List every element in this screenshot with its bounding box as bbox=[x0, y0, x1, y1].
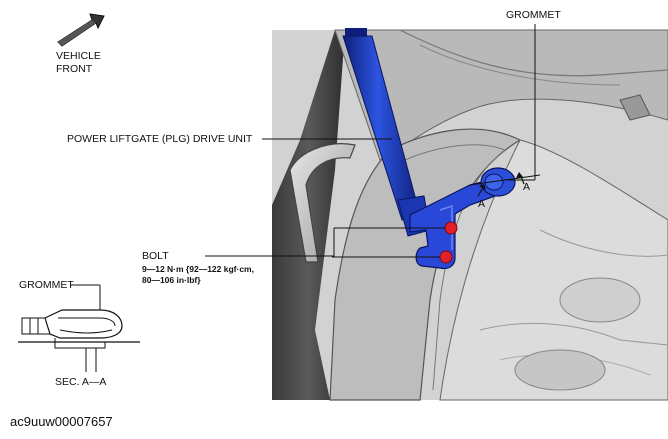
leader-lines bbox=[205, 24, 541, 258]
grommet-left-label: GROMMET bbox=[19, 279, 74, 291]
grommet-top-label: GROMMET bbox=[506, 9, 561, 21]
section-marker-a-left: A bbox=[478, 198, 486, 210]
vehicle-front-arrow-icon bbox=[57, 13, 105, 47]
image-caption: ac9uuw00007657 bbox=[10, 414, 113, 429]
section-aa-caption: SEC. A—A bbox=[55, 376, 107, 388]
section-aa-detail bbox=[18, 284, 140, 372]
bolt-upper bbox=[444, 221, 458, 235]
vehicle-front-label-line2: FRONT bbox=[56, 63, 93, 75]
grommet-part bbox=[480, 167, 516, 197]
vehicle-front-label-line1: VEHICLE bbox=[56, 50, 101, 62]
bolt-label: BOLT bbox=[142, 250, 169, 262]
plg-drive-unit-label: POWER LIFTGATE (PLG) DRIVE UNIT bbox=[67, 133, 253, 145]
section-marker-a-right: A bbox=[523, 181, 531, 193]
section-a-arrows bbox=[477, 172, 525, 197]
vehicle-body-illustration bbox=[272, 29, 668, 401]
bolt-lower bbox=[439, 250, 453, 264]
bolt-torque-line2: 80—106 in·lbf} bbox=[142, 275, 201, 285]
bolt-torque-line1: 9—12 N·m {92—122 kgf·cm, bbox=[142, 264, 254, 274]
